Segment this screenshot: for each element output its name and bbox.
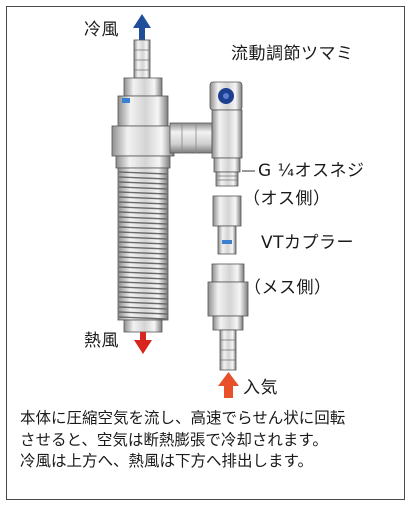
hose-barb	[219, 329, 237, 371]
fin-line	[118, 256, 168, 260]
cold-outlet-nozzle	[133, 39, 151, 79]
fin-line	[118, 171, 168, 175]
fin-line	[118, 181, 168, 185]
fin-line	[118, 186, 168, 190]
coupler-female-side	[207, 263, 249, 331]
fin-line	[118, 226, 168, 230]
female-side-label: （メス側）	[244, 278, 332, 298]
caption-line-3: 冷風は上方へ、熱風は下方へ排出します。	[20, 452, 313, 470]
diagram-frame	[6, 6, 405, 500]
fin-line	[118, 296, 168, 300]
hot-tube	[117, 167, 169, 333]
flow-knob-label: 流動調節ツマミ	[231, 44, 354, 64]
vortex-tube-illustration	[111, 14, 255, 398]
fin-line	[118, 276, 168, 280]
caption-line-1: 本体に圧縮空気を流し、高速でらせん状に回転	[20, 409, 346, 427]
fin-line	[118, 266, 168, 270]
fin-line	[118, 206, 168, 210]
fin-line	[118, 291, 168, 295]
fin-line	[118, 251, 168, 255]
cold-end-fitting	[117, 77, 169, 127]
fin-line	[118, 196, 168, 200]
generator-body	[111, 125, 175, 169]
flow-adjust-knob	[209, 81, 243, 111]
fin-line	[118, 211, 168, 215]
male-side-label: （オス側）	[243, 189, 331, 209]
valve-body	[211, 109, 243, 173]
fin-line	[118, 221, 168, 225]
fin-line	[118, 201, 168, 205]
fin-line	[118, 246, 168, 250]
air-inlet-label: 入気	[243, 378, 278, 398]
fin-line	[118, 306, 168, 310]
coupler-label: VTカプラー	[261, 233, 355, 253]
side-connector	[169, 122, 213, 154]
fin-line	[118, 191, 168, 195]
caption-line-2: させると、空気は断熱膨張で冷却されます。	[20, 430, 328, 449]
hot-air-arrow	[134, 332, 152, 354]
fin-line	[118, 281, 168, 285]
fin-line	[118, 286, 168, 290]
cold-air-arrow	[133, 14, 151, 40]
fin-line	[118, 216, 168, 220]
hot-air-label: 熱風	[84, 331, 119, 351]
fin-line	[118, 271, 168, 275]
fin-line	[118, 176, 168, 180]
cold-air-label: 冷風	[84, 20, 119, 40]
male-thread	[215, 171, 239, 187]
fin-line	[118, 311, 168, 315]
fin-line	[118, 301, 168, 305]
g-thread-label: G ¼オスネジ	[258, 161, 365, 181]
caption: 本体に圧縮空気を流し、高速でらせん状に回転 させると、空気は断熱膨張で冷却されま…	[20, 408, 400, 473]
fin-line	[118, 231, 168, 235]
coupler-male-side	[212, 195, 242, 255]
fin-line	[118, 316, 168, 320]
fin-line	[118, 261, 168, 265]
fin-line	[118, 241, 168, 245]
air-inlet-arrow	[218, 372, 239, 398]
fin-line	[118, 236, 168, 240]
